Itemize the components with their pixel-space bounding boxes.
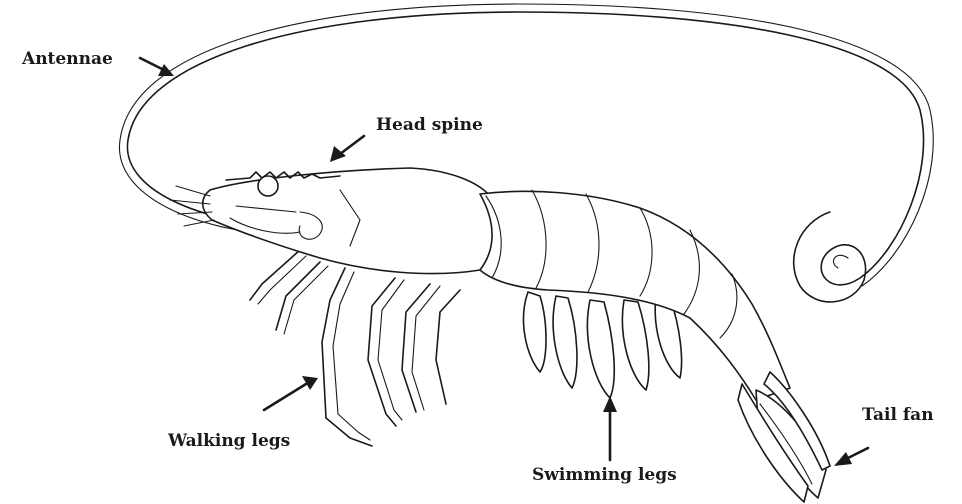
label-antennae: Antennae [21, 49, 113, 69]
arrow-head-spine [330, 136, 364, 162]
arrow-tail-fan [834, 448, 868, 466]
arrow-swimming-legs [603, 396, 617, 460]
label-head-spine: Head spine [376, 115, 483, 135]
arrow-antennae [140, 58, 174, 76]
label-swimming-legs: Swimming legs [532, 465, 677, 485]
walking-legs [250, 250, 460, 446]
swimming-legs [524, 292, 682, 398]
arrow-walking-legs [264, 376, 318, 410]
label-tail-fan: Tail fan [862, 405, 934, 425]
label-walking-legs: Walking legs [167, 431, 290, 451]
